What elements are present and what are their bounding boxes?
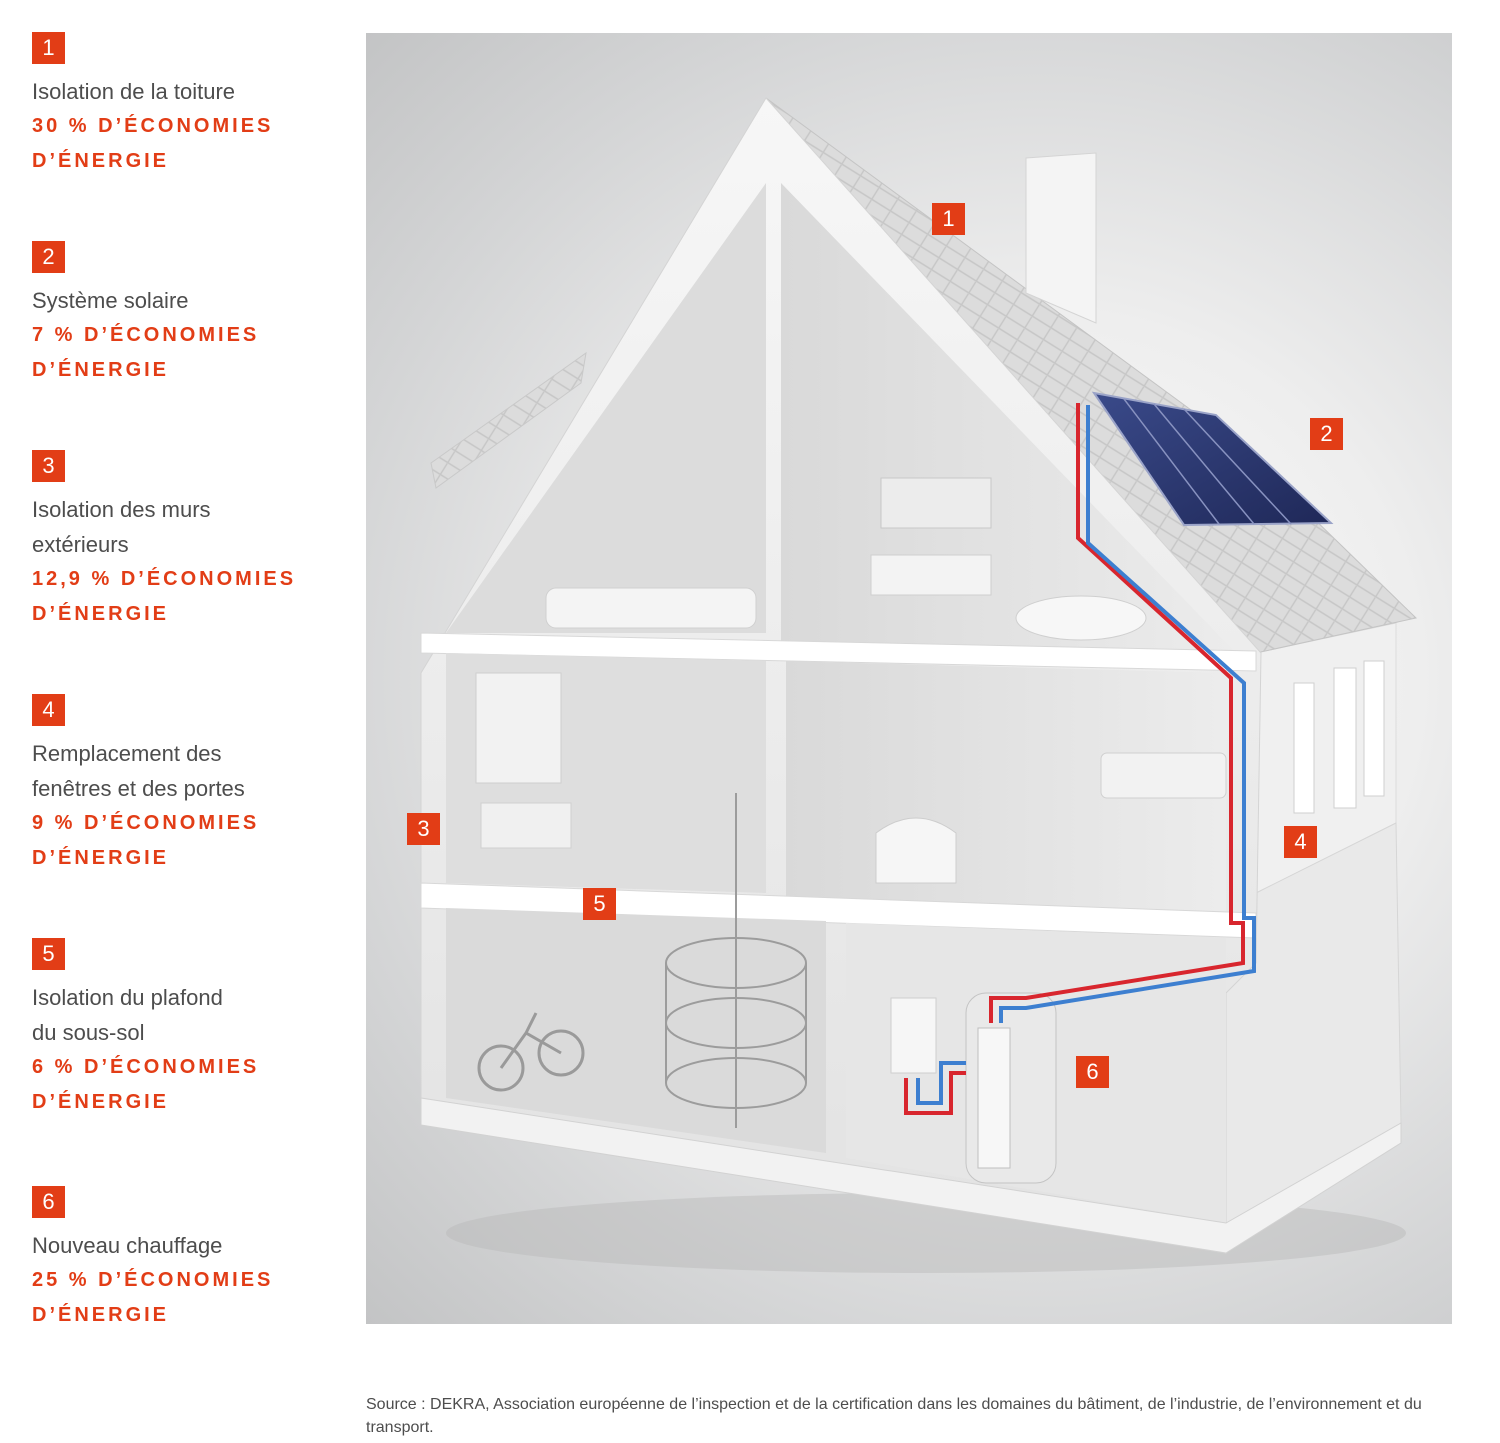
legend-badge: 5 xyxy=(32,938,65,970)
legend-item-windows: 4 Remplacement des fenêtres et des porte… xyxy=(32,694,332,876)
legend-badge: 4 xyxy=(32,694,65,726)
legend-item-basement-ceiling: 5 Isolation du plafond du sous-sol 6 % D… xyxy=(32,938,332,1120)
basement-room-left xyxy=(446,908,826,1153)
legend-saving-unit: D’ÉNERGIE xyxy=(32,603,170,625)
tank-control-unit xyxy=(977,1027,1011,1169)
legend-saving: 6 % D’ÉCONOMIES xyxy=(32,1056,260,1078)
legend-label: Système solaire xyxy=(32,288,189,313)
window-right-3 xyxy=(1363,660,1385,797)
legend-label: Remplacement des fenêtres et des portes xyxy=(32,741,245,801)
legend-saving-unit: D’ÉNERGIE xyxy=(32,150,170,172)
marker-basement-ceiling: 5 xyxy=(583,888,616,920)
armchair xyxy=(875,817,957,884)
marker-solar: 2 xyxy=(1310,418,1343,450)
source-note: Source : DEKRA, Association européenne d… xyxy=(366,1396,1422,1436)
attic-room-left xyxy=(446,183,766,633)
legend-label: Isolation de la toiture xyxy=(32,79,236,104)
legend-saving: 25 % D’ÉCONOMIES xyxy=(32,1269,274,1291)
radiator xyxy=(480,802,572,849)
legend-item-roof: 1 Isolation de la toiture 30 % D’ÉCONOMI… xyxy=(32,32,332,179)
house-cutaway-drawing xyxy=(420,97,1418,1273)
marker-roof: 1 xyxy=(932,203,965,235)
spiral-staircase xyxy=(665,793,807,1128)
sink-cabinet xyxy=(870,554,992,596)
legend-saving: 30 % D’ÉCONOMIES xyxy=(32,115,274,137)
legend-label: Nouveau chauffage xyxy=(32,1233,223,1258)
legend-label: Isolation des murs extérieurs xyxy=(32,497,211,557)
bicycle xyxy=(477,1012,585,1092)
window-right-1 xyxy=(1293,682,1315,814)
wall-boiler xyxy=(890,997,937,1074)
attic-room-right xyxy=(781,183,1236,653)
marker-heating: 6 xyxy=(1076,1056,1109,1088)
legend-saving: 9 % D’ÉCONOMIES xyxy=(32,812,260,834)
attic-floor xyxy=(420,632,1257,672)
window-right-2 xyxy=(1333,667,1357,809)
legend-item-walls: 3 Isolation des murs extérieurs 12,9 % D… xyxy=(32,450,332,632)
solar-panel xyxy=(1091,391,1334,527)
legend-badge: 2 xyxy=(32,241,65,273)
legend-label: Isolation du plafond du sous-sol xyxy=(32,985,223,1045)
bathtub xyxy=(1015,595,1147,641)
window-left-room xyxy=(475,672,562,784)
heating-pipes xyxy=(904,403,1256,1115)
foundation xyxy=(420,1097,1402,1254)
chimney xyxy=(1025,152,1097,324)
house-illustration: 1 2 3 4 5 6 xyxy=(366,33,1452,1324)
legend-saving-unit: D’ÉNERGIE xyxy=(32,1304,170,1326)
legend-saving-unit: D’ÉNERGIE xyxy=(32,359,170,381)
legend-item-heating: 6 Nouveau chauffage 25 % D’ÉCONOMIES D’É… xyxy=(32,1186,332,1333)
legend-badge: 1 xyxy=(32,32,65,64)
mirror xyxy=(880,477,992,529)
marker-windows: 4 xyxy=(1284,826,1317,858)
dormer-roof xyxy=(430,351,587,489)
legend-saving: 7 % D’ÉCONOMIES xyxy=(32,324,260,346)
legend-saving: 12,9 % D’ÉCONOMIES xyxy=(32,568,297,590)
legend-badge: 3 xyxy=(32,450,65,482)
legend-badge: 6 xyxy=(32,1186,65,1218)
marker-walls: 3 xyxy=(407,813,440,845)
bed xyxy=(545,587,757,629)
legend-saving-unit: D’ÉNERGIE xyxy=(32,1091,170,1113)
legend-item-solar: 2 Système solaire 7 % D’ÉCONOMIES D’ÉNER… xyxy=(32,241,332,388)
sofa xyxy=(1100,752,1227,799)
legend-saving-unit: D’ÉNERGIE xyxy=(32,847,170,869)
